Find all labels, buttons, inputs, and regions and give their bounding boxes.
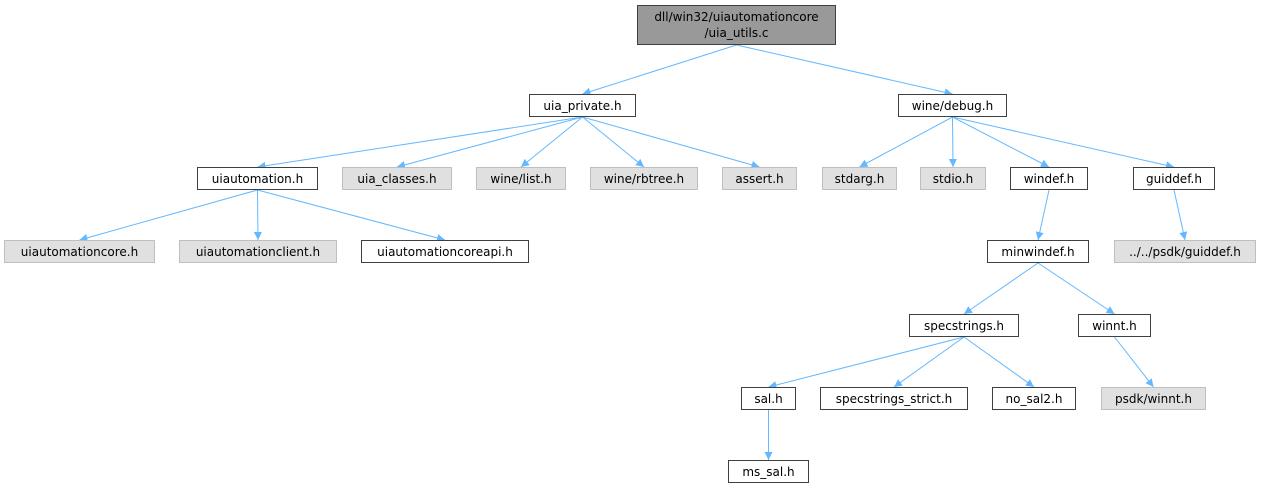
node-psdk-winnt-h: psdk/winnt.h: [1101, 387, 1206, 410]
node-uiautomationcoreapi-h[interactable]: uiautomationcoreapi.h: [361, 240, 529, 263]
node-uiautomationcore-h: uiautomationcore.h: [4, 240, 155, 263]
node-wine-rbtree-h: wine/rbtree.h: [590, 167, 698, 190]
node-assert-h: assert.h: [722, 167, 797, 190]
edge-uiautomation-to-uiautomationclient: [253, 189, 262, 241]
edge-root-to-wine_debug: [736, 44, 953, 97]
node-uiautomation-h[interactable]: uiautomation.h: [197, 167, 318, 190]
node-psdk-guiddef-h: ../../psdk/guiddef.h: [1114, 240, 1256, 263]
node-uiautomationclient-h: uiautomationclient.h: [179, 240, 337, 263]
node-specstrings-h[interactable]: specstrings.h: [909, 314, 1019, 337]
edge-wine_debug-to-stdarg: [859, 116, 953, 168]
edge-root-to-uia_private: [582, 44, 737, 96]
node-stdio-h: stdio.h: [920, 167, 986, 190]
edge-uia_private-to-wine_list: [520, 116, 583, 168]
edge-minwindef-to-winnt: [1037, 262, 1115, 315]
edge-windef-to-minwindef: [1035, 189, 1050, 241]
node-wine-debug-h[interactable]: wine/debug.h: [898, 94, 1007, 117]
edge-uia_private-to-uia_classes: [396, 116, 583, 169]
node-no-sal2-h[interactable]: no_sal2.h: [992, 387, 1076, 410]
edge-wine_debug-to-windef: [952, 116, 1050, 168]
node-stdarg-h: stdarg.h: [822, 167, 897, 190]
edge-specstrings-to-no_sal2: [963, 336, 1035, 388]
node-windef-h[interactable]: windef.h: [1010, 167, 1088, 190]
edge-specstrings-to-specstrings_strict: [893, 336, 965, 388]
edge-winnt-to-psdk_winnt: [1114, 336, 1154, 388]
edge-uia_private-to-assert: [582, 116, 760, 169]
edge-guiddef-to-psdk_guiddef: [1173, 189, 1188, 241]
node-winnt-h[interactable]: winnt.h: [1078, 314, 1151, 337]
node-ms-sal-h[interactable]: ms_sal.h: [728, 460, 809, 483]
node-root-label: dll/win32/uiautomationcore /uia_utils.c: [654, 10, 819, 40]
edge-specstrings-to-sal: [768, 336, 965, 389]
edge-wine_debug-to-stdio: [948, 116, 957, 168]
edge-uiautomation-to-uiautomationcoreapi: [257, 189, 446, 242]
node-sal-h[interactable]: sal.h: [741, 387, 796, 410]
edge-uiautomation-to-uiautomationcore: [79, 189, 258, 242]
edge-uia_private-to-wine_rbtree: [582, 116, 645, 168]
node-wine-list-h: wine/list.h: [476, 167, 566, 190]
node-root-uia-utils-c: dll/win32/uiautomationcore /uia_utils.c: [637, 5, 836, 45]
node-uia-private-h[interactable]: uia_private.h: [529, 94, 636, 117]
node-minwindef-h[interactable]: minwindef.h: [987, 240, 1089, 263]
edge-minwindef-to-specstrings: [963, 262, 1039, 315]
edge-wine_debug-to-guiddef: [952, 116, 1175, 170]
edge-uia_private-to-uiautomation: [257, 116, 583, 170]
node-guiddef-h[interactable]: guiddef.h: [1133, 167, 1215, 190]
node-uia-classes-h: uia_classes.h: [342, 167, 452, 190]
node-specstrings-strict-h[interactable]: specstrings_strict.h: [820, 387, 968, 410]
